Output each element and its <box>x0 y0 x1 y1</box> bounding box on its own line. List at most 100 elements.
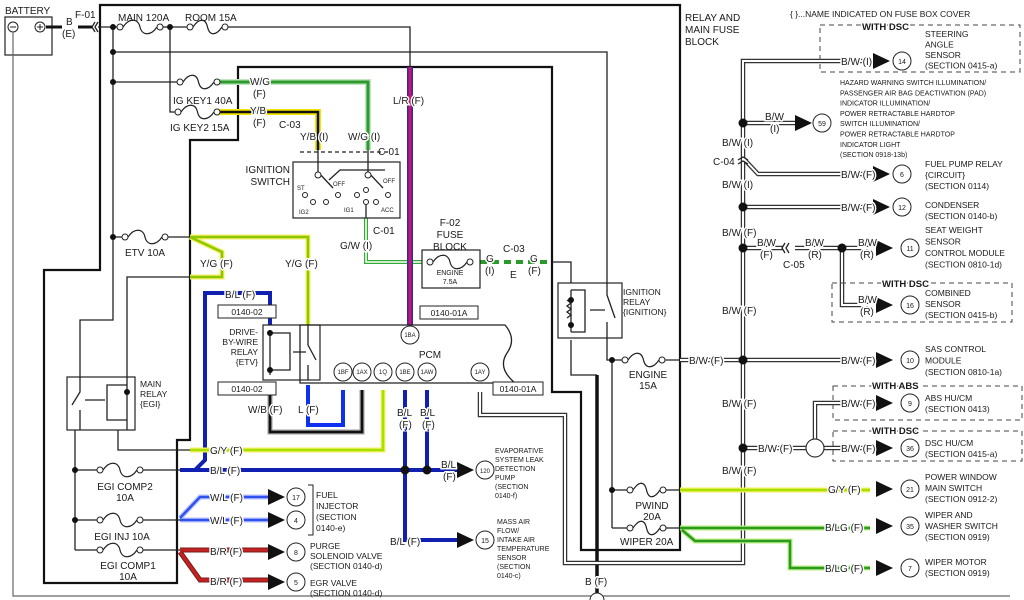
wire-label: B/L <box>441 460 456 471</box>
destination-circle[interactable] <box>892 197 912 217</box>
destination-label: FUEL PUMP RELAY <box>925 159 1003 169</box>
fuse-terminal <box>156 23 164 31</box>
destination-circle[interactable] <box>900 558 920 578</box>
destination-label: (SECTION 0114) <box>925 181 989 191</box>
destination-circle[interactable] <box>900 516 920 536</box>
fuse-pwind-rating: 20A <box>643 512 661 523</box>
wire-label: B/W <box>858 295 877 306</box>
wire-g-w <box>364 218 422 264</box>
arrow-icon <box>876 518 893 534</box>
destination-circle[interactable] <box>286 572 306 592</box>
destination-label: 0140-f) <box>495 493 517 500</box>
destination-label: WIPER AND <box>925 510 973 520</box>
destination-number: 17 <box>292 495 300 502</box>
destination-label: (SECTION 0415-a) <box>925 61 997 71</box>
battery-wire-code: (E) <box>62 29 75 40</box>
arrow-icon <box>268 574 285 590</box>
wire-label: G <box>530 254 538 265</box>
wire-label: B/W (F) <box>722 399 756 410</box>
junction-dot <box>609 357 615 363</box>
destination-circle[interactable] <box>286 510 306 530</box>
arrow-icon <box>268 489 285 505</box>
destination-label: CONTROL MODULE <box>925 248 1005 258</box>
destination-circle[interactable] <box>475 460 495 480</box>
destination-circle[interactable] <box>900 438 920 458</box>
destination-label: (SECTION 0415-b) <box>925 310 997 320</box>
fuse-engine15-rating: 15A <box>639 381 657 392</box>
fuse-terminal <box>626 524 634 532</box>
pcm-pin <box>333 362 353 382</box>
pcm-pin <box>417 362 437 382</box>
destination-circle[interactable] <box>286 487 306 507</box>
destination-circle[interactable] <box>812 113 832 133</box>
section-ref-box <box>217 381 277 396</box>
destination-label: SOLENOID VALVE <box>310 551 383 561</box>
wire-label: (R) <box>808 250 822 261</box>
main-relay-label: MAIN <box>140 379 161 389</box>
battery-box <box>4 16 53 56</box>
destination-circle[interactable] <box>900 295 920 315</box>
f01-connector-icon <box>91 21 99 33</box>
wire-w-g <box>217 80 370 150</box>
wire-label: Y/B <box>250 106 266 117</box>
block-title: RELAY AND <box>685 13 740 24</box>
wire-label: B/L <box>397 408 412 419</box>
switch-pos-acc: ACC <box>381 208 394 214</box>
destination-label: INJECTOR <box>316 501 358 511</box>
destination-circle[interactable] <box>892 51 912 71</box>
f02-label: F-02 <box>440 218 461 229</box>
wire-label: B/W (F) <box>841 399 875 410</box>
destination-circle[interactable] <box>900 479 920 499</box>
wire-l <box>306 385 345 427</box>
junction-dot <box>110 49 116 55</box>
switch-pos-ig2: IG2 <box>299 210 309 216</box>
fuse-etv <box>121 229 169 245</box>
destination-circle[interactable] <box>475 530 495 550</box>
connector-f01-label: F-01 <box>75 10 96 21</box>
junction-dot <box>422 465 432 475</box>
destination-label: (SECTION 0415-a) <box>925 449 997 459</box>
main-relay-label: {EGI} <box>140 399 160 409</box>
wire-label: (I) <box>485 266 494 277</box>
wire-label: B/W (F) <box>722 466 756 477</box>
fuse-terminal <box>116 23 124 31</box>
destination-label: TEMPERATURE <box>497 546 550 553</box>
destination-label: POWER WINDOW <box>925 472 997 482</box>
destination-label: (SECTION <box>316 512 357 522</box>
with-dsc-label: WITH DSC <box>882 279 929 290</box>
destination-circle[interactable] <box>892 164 912 184</box>
destination-circle[interactable] <box>900 350 920 370</box>
pcm-ref-label: 0140-01A <box>500 384 537 394</box>
destination-circle[interactable] <box>900 393 920 413</box>
battery-plus-icon <box>34 21 46 33</box>
fuse-egi-comp2-label: EGI COMP2 <box>97 482 153 493</box>
destination-label: (SECTION 0413) <box>925 404 990 414</box>
fuse-terminal <box>121 233 129 241</box>
fuse-room-15a <box>186 19 229 35</box>
destination-circle[interactable] <box>286 542 306 562</box>
destination-number: 59 <box>818 121 826 128</box>
fuse-egi-comp2 <box>96 462 144 478</box>
destination-number: 8 <box>294 550 298 557</box>
pcm-pin-label: 1AY <box>475 370 486 376</box>
wire-label: B/W <box>858 238 877 249</box>
destination-circle[interactable] <box>900 238 920 258</box>
fuse-box-note: { }...NAME INDICATED ON FUSE BOX COVER <box>790 9 970 19</box>
destination-number: 120 <box>480 469 491 475</box>
f02-label: BLOCK <box>433 242 467 253</box>
fuse-egi-comp1 <box>96 542 144 558</box>
arrow-icon <box>795 115 812 131</box>
destination-label: FLOW/ <box>497 528 519 535</box>
wire-label: L/R (F) <box>393 96 424 107</box>
wire-label: (I) <box>770 124 779 135</box>
fuse-terminal <box>176 78 184 86</box>
destination-label: ABS HU/CM <box>925 393 972 403</box>
option-group-box <box>819 24 1021 73</box>
wire-label: B/R (F) <box>210 547 242 558</box>
wire-label: Y/G (F) <box>200 259 233 270</box>
junction-dot <box>267 367 273 373</box>
wire-label: (F) <box>443 472 456 483</box>
wire-label: W/L (F) <box>210 516 243 527</box>
